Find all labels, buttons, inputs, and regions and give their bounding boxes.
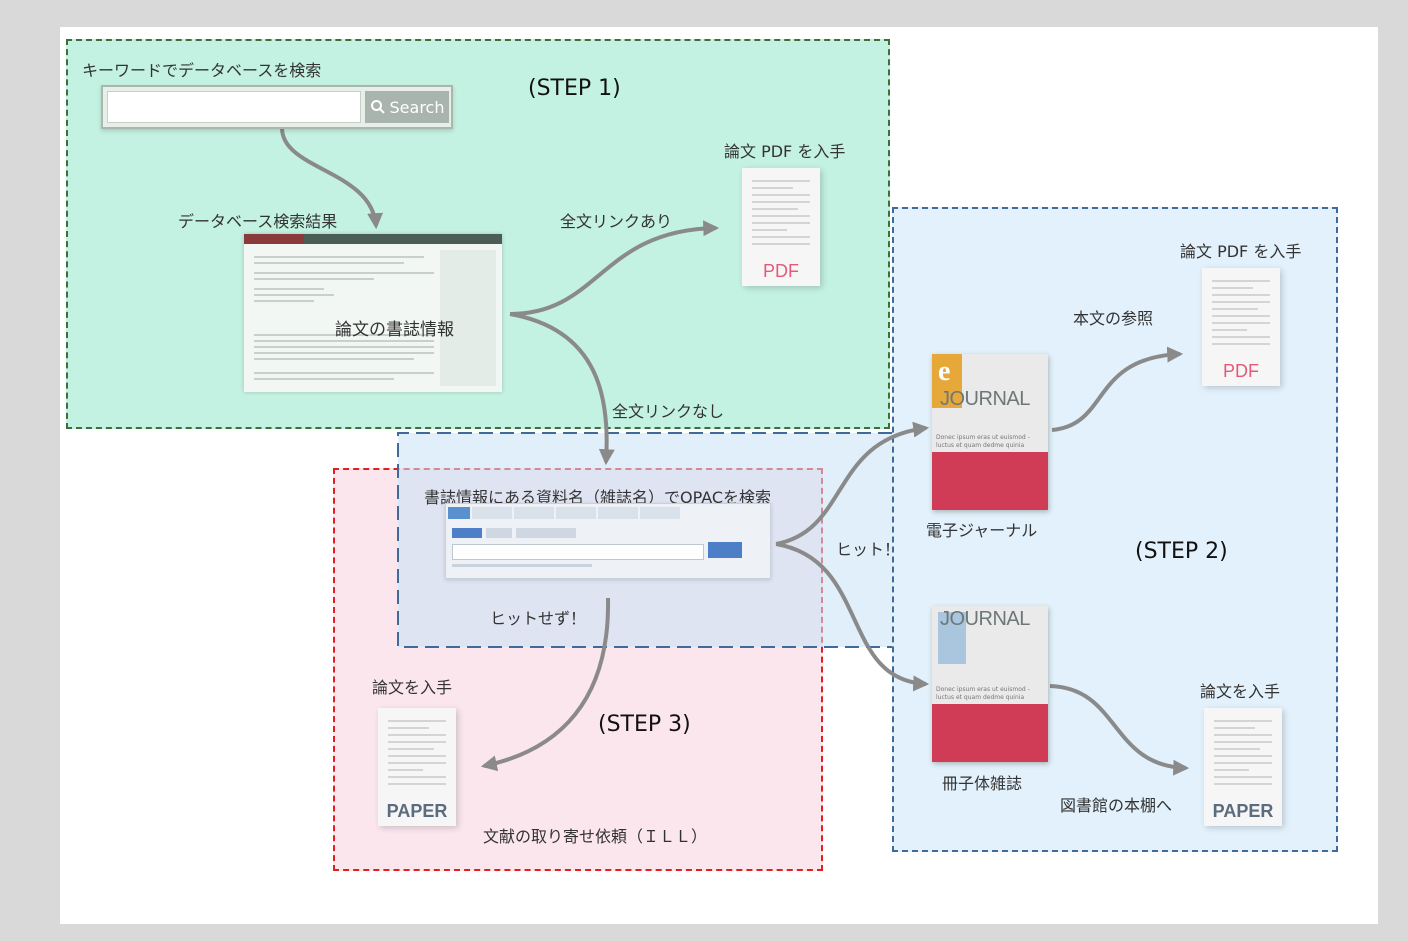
ejournal-letter: e	[938, 356, 951, 387]
journal-cover-icon: JOURNAL Donec ipsum eras ut euismod - lu…	[932, 606, 1048, 762]
no-hit-label: ヒットせず！	[490, 609, 587, 628]
search-icon	[370, 100, 385, 114]
ill-label: 文献の取り寄せ依頼（ＩＬＬ）	[483, 827, 708, 846]
pdf-get-label-2: 論文 PDF を入手	[1180, 242, 1302, 261]
search-button[interactable]: Search	[365, 91, 449, 123]
step2-label: (STEP 2)	[1135, 539, 1228, 564]
search-input[interactable]	[107, 91, 361, 123]
pdf-doc-label: PDF	[1223, 361, 1259, 381]
hit-label: ヒット！	[836, 540, 901, 559]
database-search-bar[interactable]: Search	[101, 85, 453, 129]
booklet-label: 冊子体雑誌	[942, 774, 1023, 793]
journal-cover-body: Donec ipsum eras ut euismod - luctus et …	[936, 686, 1030, 701]
ejournal-cover-body: Donec ipsum eras ut euismod - luctus et …	[936, 434, 1030, 449]
fulltext-yes-label: 全文リンクあり	[560, 212, 673, 231]
search-title: キーワードでデータベースを検索	[82, 61, 322, 80]
pdf-document-icon: PDF	[736, 168, 820, 292]
opac-search-widget[interactable]	[445, 503, 771, 579]
db-result-label: データベース検索結果	[178, 212, 338, 231]
fulltext-no-label: 全文リンクなし	[612, 402, 725, 421]
database-result-thumbnail	[244, 234, 502, 392]
library-shelf-label: 図書館の本棚へ	[1060, 796, 1173, 815]
ejournal-cover-icon: e JOURNAL Donec ipsum eras ut euismod - …	[932, 354, 1048, 510]
paper-document-icon: PAPER	[1198, 708, 1282, 832]
opac-search-input[interactable]	[452, 544, 704, 560]
biblio-info-label: 論文の書誌情報	[335, 320, 454, 340]
paper-document-icon: PAPER	[372, 708, 456, 832]
paper-doc-label: PAPER	[386, 801, 448, 821]
journal-cover-title: JOURNAL	[940, 608, 1030, 630]
pdf-document-icon: PDF	[1196, 268, 1280, 392]
pdf-get-label-1: 論文 PDF を入手	[724, 142, 846, 161]
ejournal-cover-title: JOURNAL	[940, 388, 1030, 410]
opac-search-label: 書誌情報にある資料名（雑誌名）でOPACを検索	[424, 488, 772, 507]
body-ref-label: 本文の参照	[1073, 309, 1154, 328]
pdf-doc-label: PDF	[763, 261, 799, 281]
paper-get-label-2: 論文を入手	[1200, 682, 1281, 701]
step3-label: (STEP 3)	[598, 712, 691, 737]
search-button-label: Search	[389, 97, 445, 117]
paper-get-label-1: 論文を入手	[372, 678, 453, 697]
opac-search-button[interactable]	[708, 542, 742, 558]
paper-doc-label: PAPER	[1212, 801, 1274, 821]
ejournal-label: 電子ジャーナル	[926, 521, 1038, 540]
step1-label: (STEP 1)	[528, 76, 621, 101]
